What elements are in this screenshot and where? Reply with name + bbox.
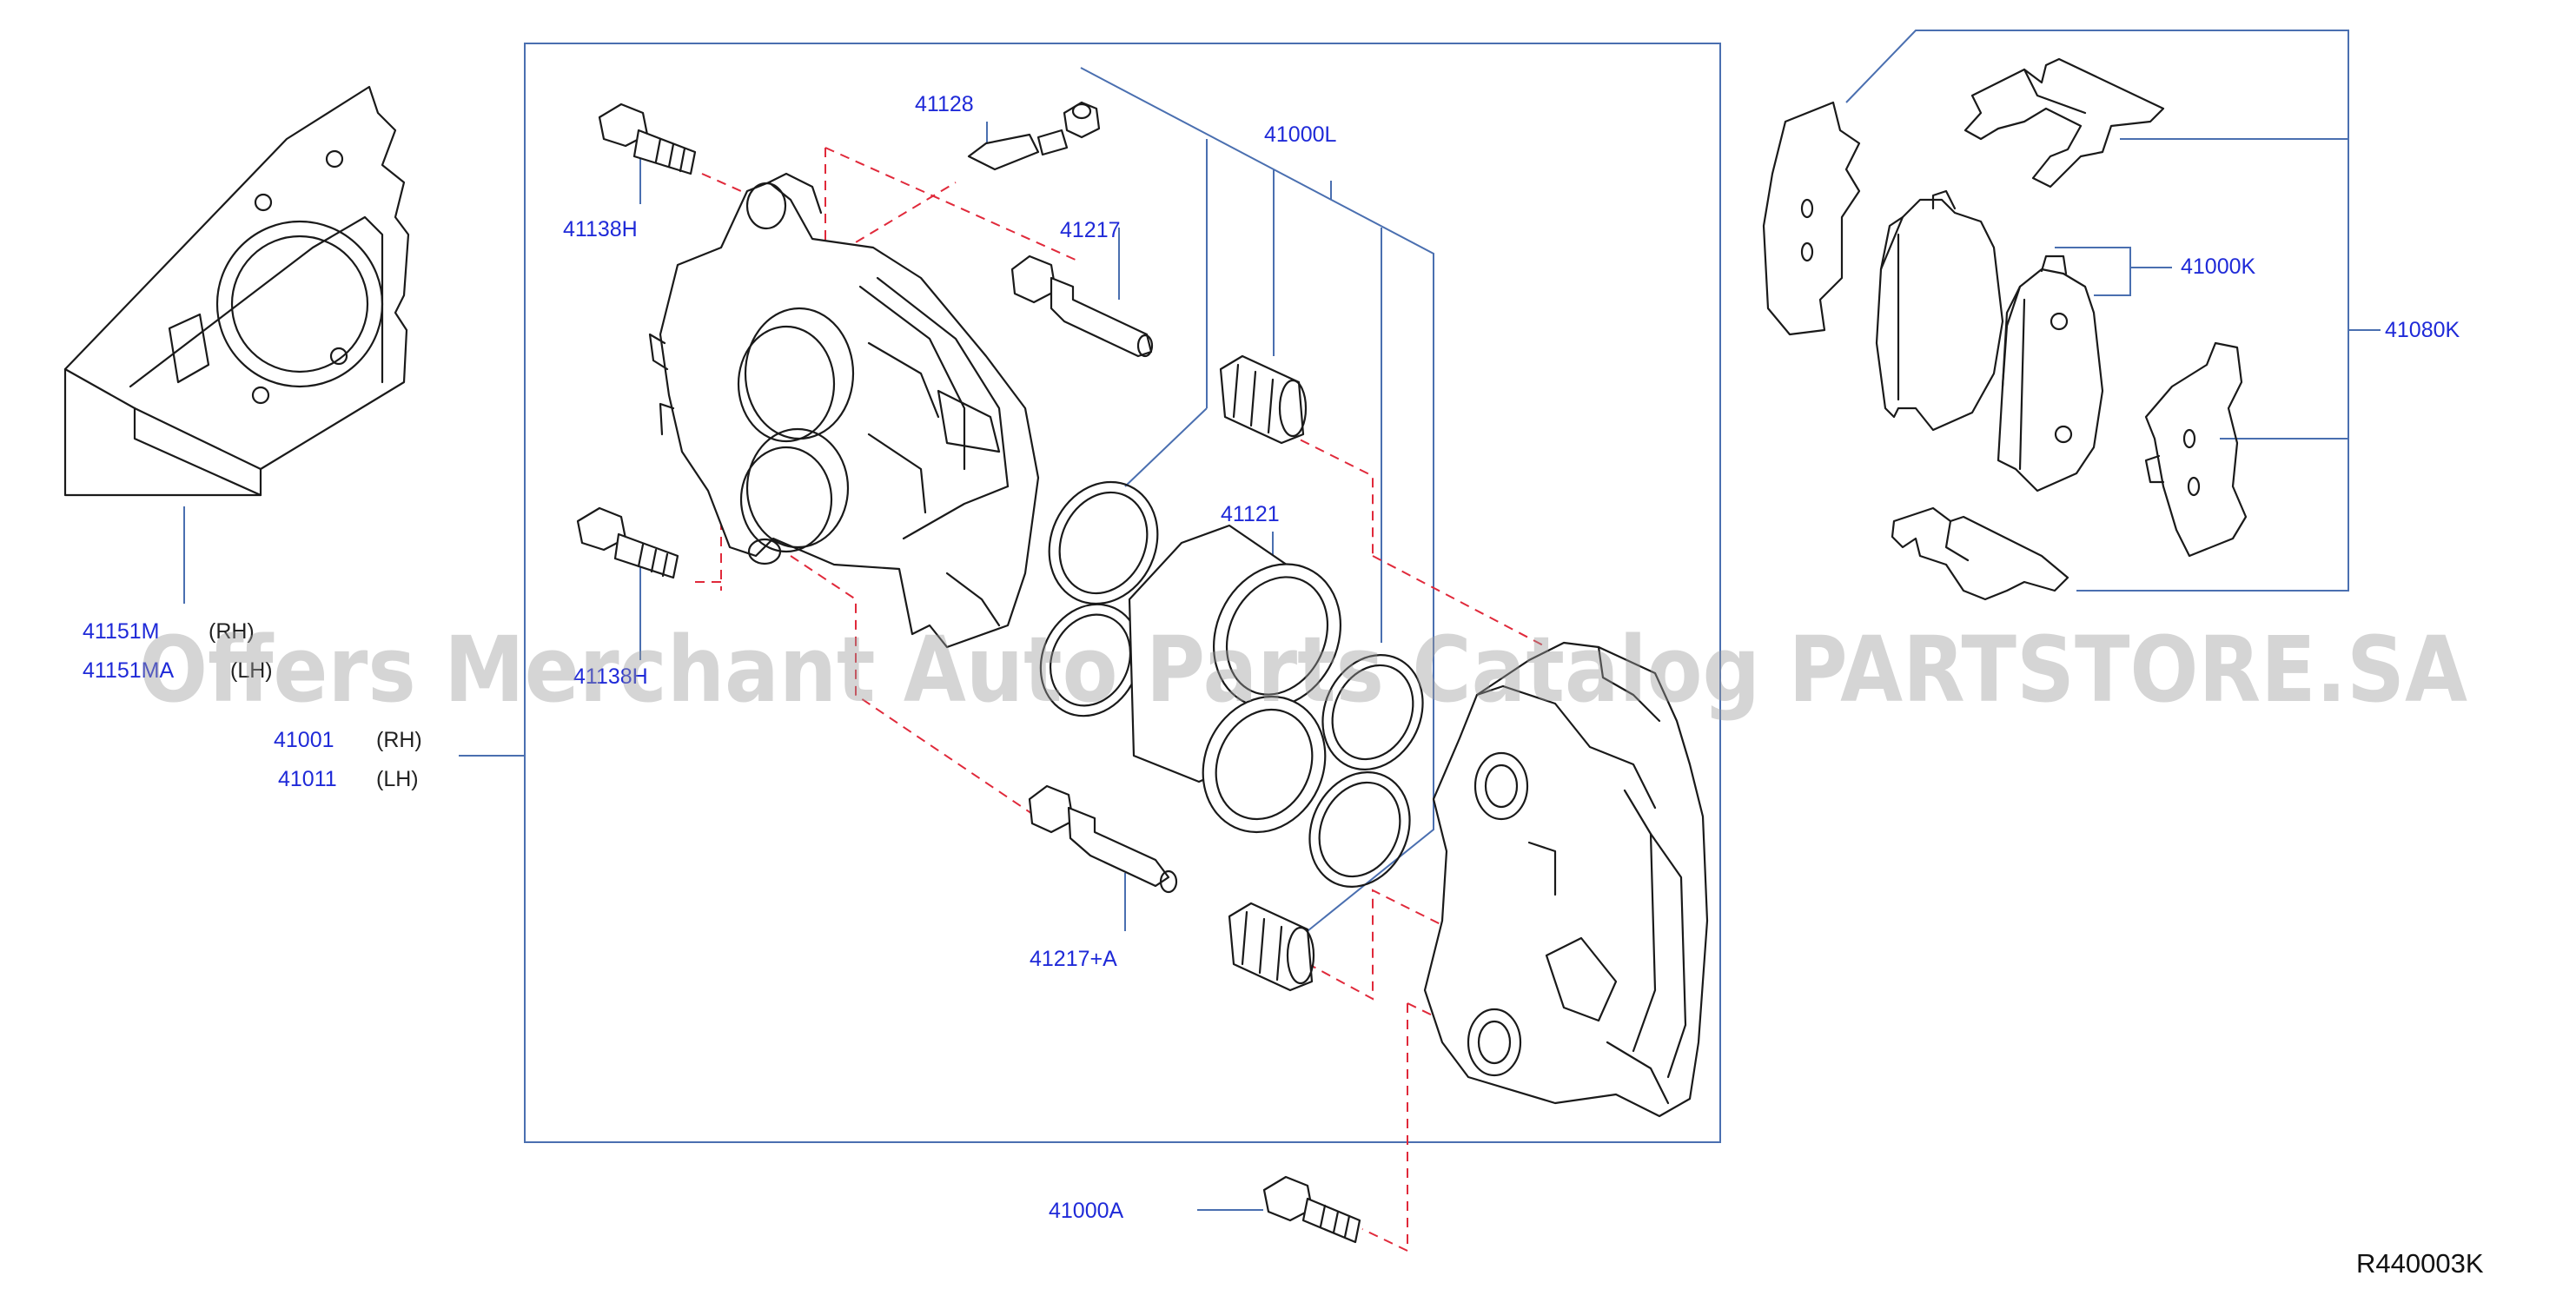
diagram-code: R440003K xyxy=(2356,1248,2484,1279)
brake-pad-inner xyxy=(1997,254,2104,492)
label-41080K: 41080K xyxy=(2385,318,2460,342)
label-41217A: 41217+A xyxy=(1030,947,1117,971)
label-41217: 41217 xyxy=(1060,218,1121,242)
label-41121: 41121 xyxy=(1221,502,1280,526)
pin-boot-lower xyxy=(1228,902,1315,992)
part-labels: 41138H 41128 41000L 41217 41121 41138H 4… xyxy=(83,92,2460,1223)
leader-lines xyxy=(183,30,2381,1211)
label-41001-side: (RH) xyxy=(376,728,422,752)
label-lh: (LH) xyxy=(230,658,273,683)
pin-boot-upper xyxy=(1219,354,1308,445)
watermark: Offers Merchant Auto Parts Catalog PARTS… xyxy=(139,617,2467,723)
label-41138H-upper: 41138H xyxy=(563,217,638,241)
label-41001: 41001 xyxy=(274,728,334,752)
pad-retainer-upper xyxy=(1963,57,2165,188)
label-41151M: 41151M xyxy=(83,619,160,644)
seal-kit-leader xyxy=(1080,67,1434,949)
dust-seals xyxy=(1308,654,1424,888)
mounting-bolt-upper xyxy=(598,102,697,175)
label-41000A: 41000A xyxy=(1049,1199,1124,1223)
brake-pad-outer xyxy=(1875,189,2004,432)
caliper-bolt xyxy=(1262,1175,1361,1244)
mounting-bolt-lower xyxy=(576,506,679,579)
guide-pin-lower xyxy=(1028,784,1178,894)
label-rh: (RH) xyxy=(209,619,255,644)
label-41000K: 41000K xyxy=(2181,254,2256,279)
pad-shim-outer xyxy=(1762,101,1861,336)
label-41138H-lower: 41138H xyxy=(573,664,648,689)
caliper-assembly-frame xyxy=(524,43,1721,1143)
label-41011: 41011 xyxy=(278,767,337,791)
backing-plate xyxy=(63,85,410,497)
caliper-body xyxy=(648,172,1040,649)
bleeder-screw xyxy=(967,101,1101,171)
label-41011-side: (LH) xyxy=(376,767,419,791)
label-41151MA: 41151MA xyxy=(83,658,174,683)
caliper-inner-housing xyxy=(1423,641,1709,1118)
guide-pin-upper xyxy=(1010,254,1154,358)
label-41128: 41128 xyxy=(915,92,974,116)
pad-shim-inner xyxy=(2144,341,2248,558)
label-41000L: 41000L xyxy=(1264,122,1337,147)
pistons xyxy=(1128,524,1342,834)
pad-retainer-lower xyxy=(1891,506,2069,601)
